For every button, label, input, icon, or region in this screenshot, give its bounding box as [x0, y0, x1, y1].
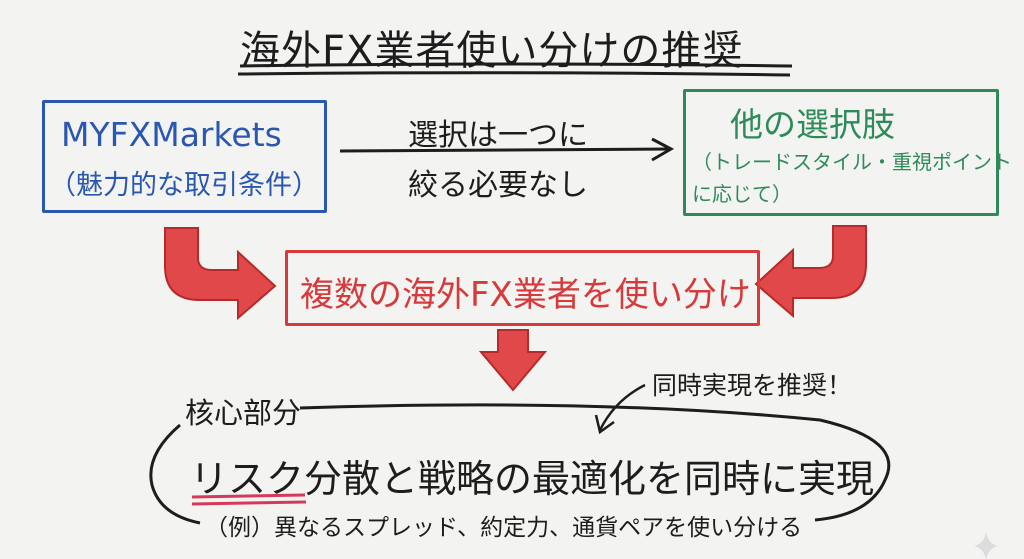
risk-diversification-text: リスク分散	[190, 457, 381, 501]
curved-arrow-right	[754, 225, 867, 319]
recommend-note: 同時実現を推奨！	[652, 371, 853, 400]
down-arrow	[478, 329, 548, 392]
right-arrow	[339, 137, 675, 162]
multiple-brokers-box: 複数の海外FX業者を使い分け	[285, 250, 760, 326]
right-box-line3: に応じて）	[692, 182, 792, 206]
core-label: 核心部分	[185, 396, 302, 430]
core-example: （例）異なるスプレッド、約定力、通貨ペアを使い分ける	[205, 515, 803, 541]
middle-note-line1: 選択は一つに	[408, 118, 588, 153]
left-box-title: MYFXMarkets	[61, 115, 282, 154]
recommend-pointer-arrow	[594, 383, 646, 435]
core-main-rest: と戦略の最適化を同時に実現	[380, 457, 875, 501]
myfxmarkets-box: MYFXMarkets （魅力的な取引条件）	[42, 100, 327, 213]
other-options-box: 他の選択肢 （トレードスタイル・重視ポイント に応じて）	[683, 89, 1012, 216]
middle-note-line2: 絞る必要なし	[408, 168, 588, 203]
left-box-subtitle: （魅力的な取引条件）	[49, 170, 319, 201]
sparkle-icon	[974, 532, 998, 559]
core-ellipse	[149, 403, 891, 525]
center-box-label: 複数の海外FX業者を使い分け	[300, 275, 751, 315]
right-box-line2: （トレードスタイル・重視ポイント	[692, 150, 1012, 174]
red-underline	[191, 493, 307, 506]
page-title: 海外FX業者使い分けの推奨	[240, 28, 744, 74]
right-box-title: 他の選択肢	[730, 105, 895, 144]
curved-arrow-left	[164, 227, 277, 321]
core-main-statement: リスク分散と戦略の最適化を同時に実現	[190, 448, 874, 503]
title-underline	[237, 62, 793, 77]
